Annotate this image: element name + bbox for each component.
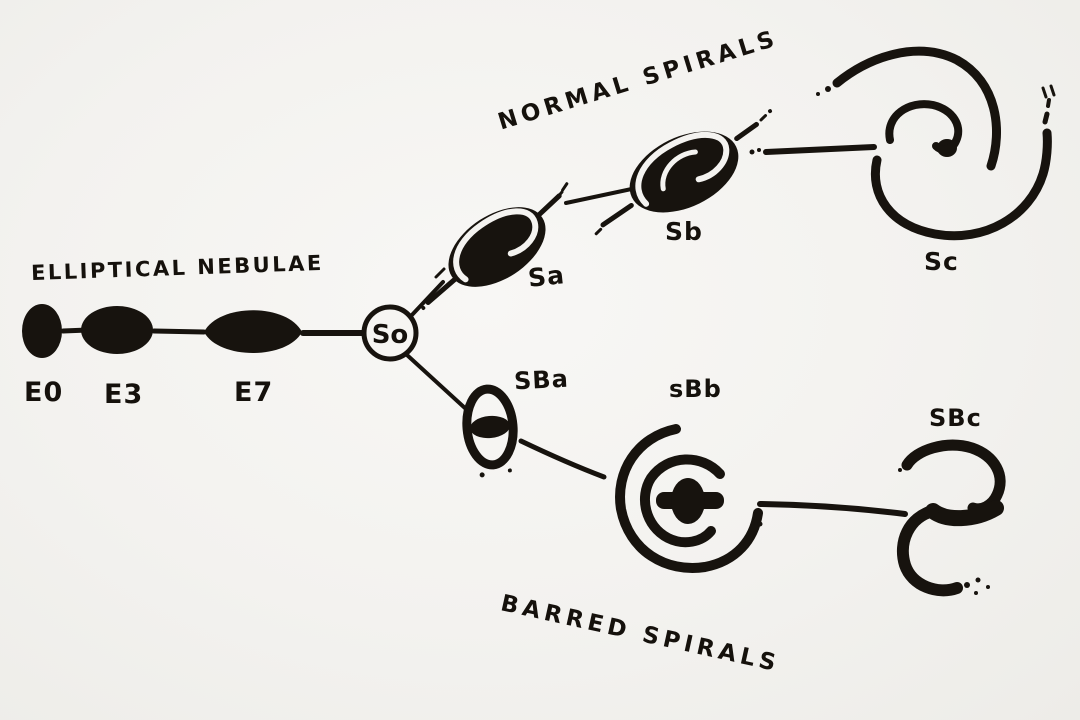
upper-branch-tick — [434, 267, 446, 279]
sbc-s-spiral-glyph — [896, 439, 1006, 597]
sc-open-spiral-glyph — [816, 46, 1056, 241]
sb-sc-connector-line — [763, 144, 877, 155]
sa-sb-tick — [554, 190, 564, 201]
e0-label: E0 — [24, 377, 64, 408]
sbb-sbc-connector-line — [757, 501, 908, 517]
sbb-label: sBb — [669, 375, 722, 403]
sa-sb-connector-line — [564, 185, 643, 205]
lower-branch-line — [405, 353, 468, 411]
e7-label: E7 — [234, 377, 274, 408]
s0-node-glyph: So — [361, 304, 419, 362]
sb-label: Sb — [665, 217, 703, 246]
s0-label: So — [372, 320, 409, 350]
sc-label: Sc — [924, 247, 959, 276]
sbc-label: SBc — [929, 404, 982, 432]
e3-e7-connector-line — [151, 328, 207, 335]
s0-circle — [361, 304, 419, 362]
sb-spiral-glyph — [594, 109, 773, 236]
sba-sbb-connector-line — [518, 438, 607, 480]
sb-sc-speck — [757, 148, 761, 152]
sa-label: Sa — [526, 260, 567, 293]
e3-ellipse-glyph — [81, 306, 153, 354]
e3-label: E3 — [104, 379, 144, 410]
e7-lens-glyph — [204, 310, 302, 353]
e0-ellipse-glyph — [22, 304, 62, 358]
sb-sc-speck — [749, 149, 755, 155]
upper-branch-line — [409, 280, 445, 318]
sa-spiral-glyph — [421, 182, 569, 310]
sba-label: SBa — [513, 364, 570, 396]
elliptical-sequence-glyphs — [22, 304, 366, 358]
sbb-barred-spiral-glyph — [615, 424, 763, 573]
sba-theta-glyph — [462, 384, 518, 478]
